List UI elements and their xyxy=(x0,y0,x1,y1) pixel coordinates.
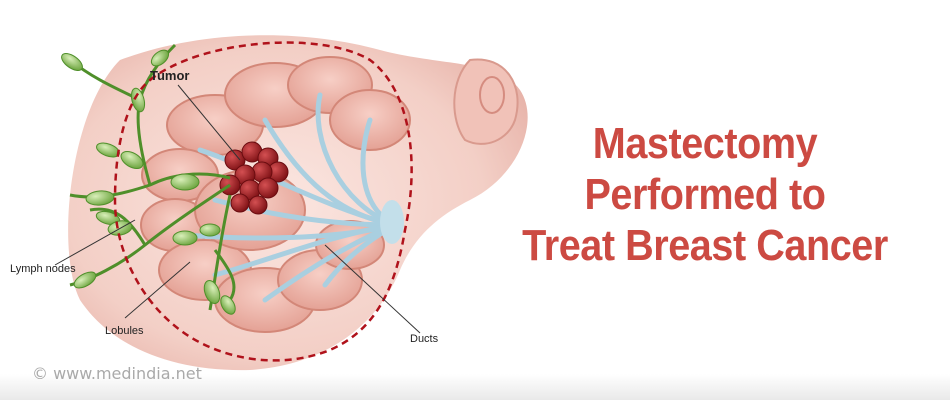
duct-convergence xyxy=(380,200,404,244)
areola xyxy=(479,76,505,114)
mastectomy-outline xyxy=(113,41,413,362)
watermark: © www.medindia.net xyxy=(32,364,202,383)
tumor xyxy=(219,141,289,215)
leader-lines xyxy=(54,84,421,334)
title-line-1: Mastectomy xyxy=(592,119,818,168)
ducts-label: Ducts xyxy=(410,333,439,345)
title-line-3: Treat Breast Cancer xyxy=(522,221,888,270)
tumor-label: Tumor xyxy=(150,68,189,83)
page-title: Mastectomy Performed to Treat Breast Can… xyxy=(494,118,917,271)
footer-band xyxy=(0,374,950,400)
breast-anatomy-illustration: Tumor Lymph nodes Lobules Ducts xyxy=(10,35,528,371)
lymph-nodes-label: Lymph nodes xyxy=(10,263,76,275)
lymph-nodes-group xyxy=(61,49,236,315)
nipple xyxy=(453,58,519,145)
lobules-label: Lobules xyxy=(105,325,144,337)
title-line-2: Performed to xyxy=(584,170,826,219)
